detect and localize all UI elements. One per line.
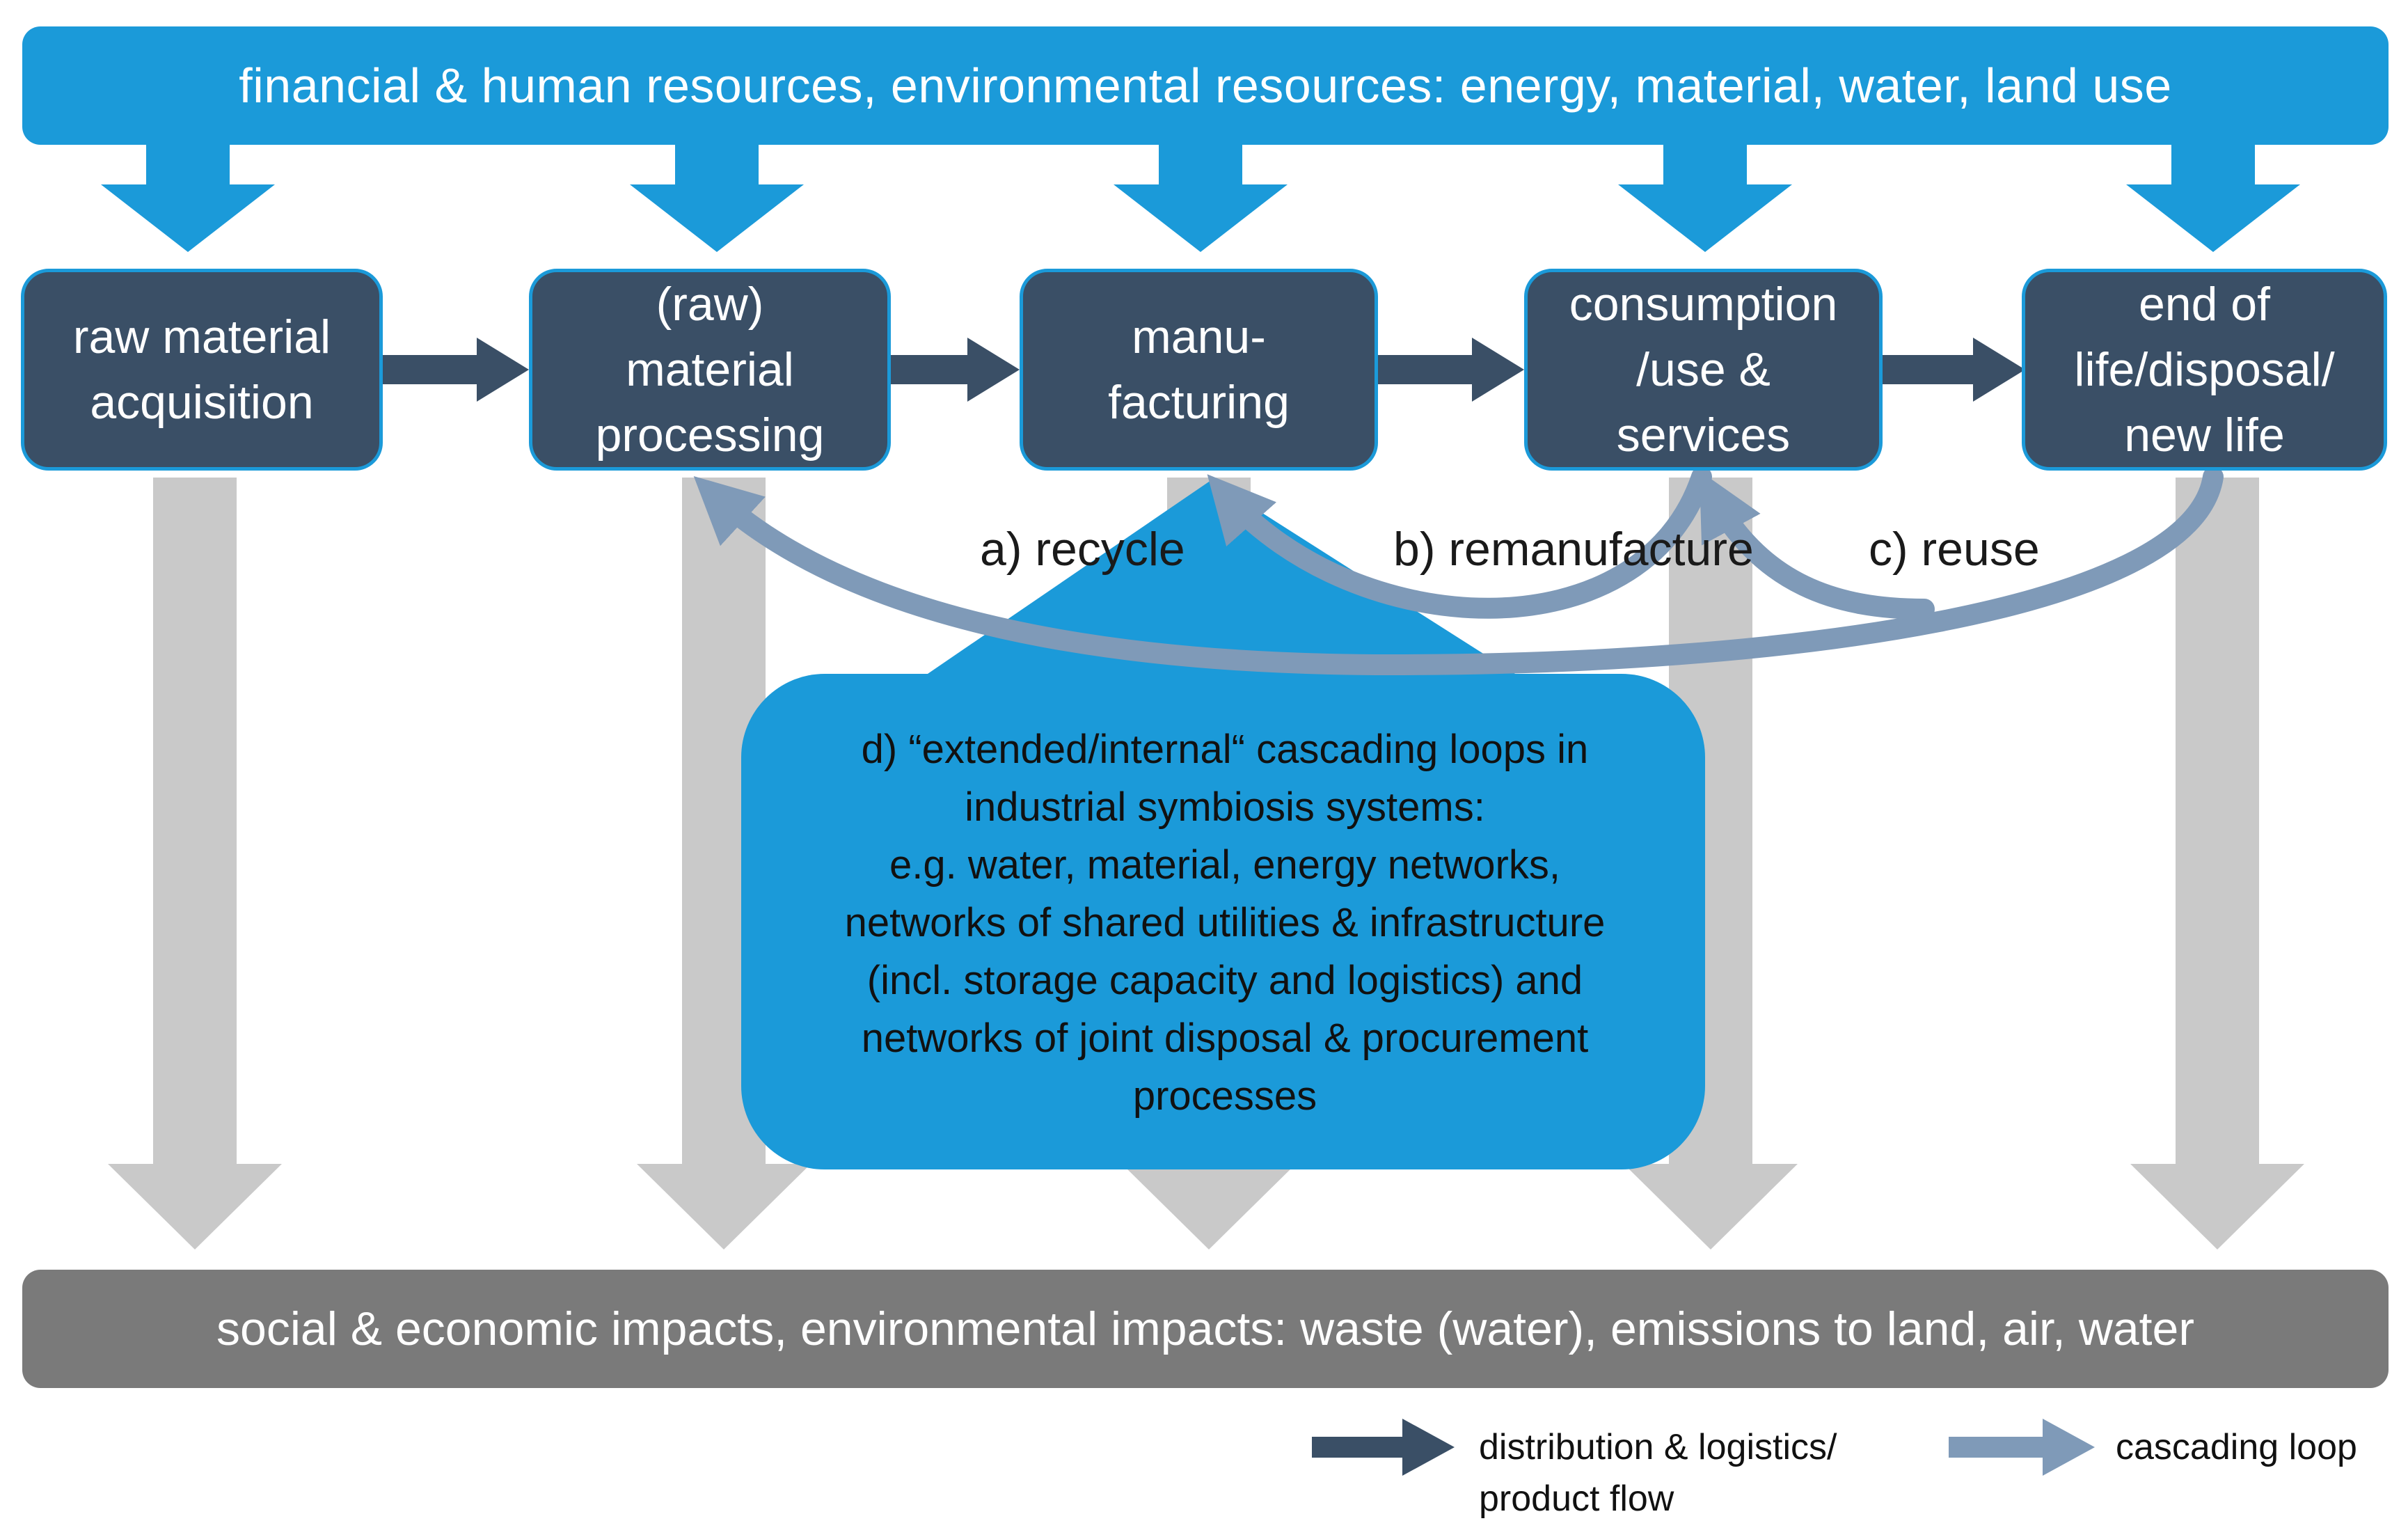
stage-end-of-life: end of life/disposal/ new life (2022, 269, 2387, 471)
symbiosis-description: d) “extended/internal“ cascading loops i… (745, 717, 1705, 1128)
flow-arrow-processing-to-manufacturing (891, 338, 1020, 402)
flow-arrow-consumption-to-end-of-life (1883, 338, 2025, 402)
legend-cascading-loop-label: cascading loop (2116, 1427, 2357, 1467)
impact-arrow-raw-material-acquisition (108, 478, 282, 1250)
stage-label: (raw) material processing (595, 278, 825, 462)
impacts-banner-text: social & economic impacts, environmental… (216, 1302, 2194, 1355)
stage-label: manu- facturing (1108, 310, 1290, 429)
impact-arrow-consumption (1624, 478, 1798, 1250)
stage-raw-material-acquisition: raw material acquisition (21, 269, 383, 471)
resources-banner: financial & human resources, environment… (22, 26, 2389, 145)
stage-manufacturing: manu- facturing (1020, 269, 1378, 471)
legend-cascading-loop-icon (1949, 1419, 2095, 1476)
symbiosis-description-text: d) “extended/internal“ cascading loops i… (844, 726, 1606, 1119)
resource-arrows (101, 139, 2300, 252)
stage-consumption: consumption /use & services (1524, 269, 1883, 471)
legend-product-flow-label: distribution & logistics/ product flow (1479, 1427, 1837, 1519)
resources-banner-text: financial & human resources, environment… (239, 58, 2172, 113)
cascade-loop-recycle (693, 466, 2224, 676)
stage-label: raw material acquisition (72, 310, 331, 429)
cascade-loop-reuse (1699, 471, 1935, 620)
stage-material-processing: (raw) material processing (529, 269, 891, 471)
resource-arrow-material-processing (630, 139, 804, 252)
flow-arrow-manufacturing-to-consumption (1378, 338, 1524, 402)
product-flow-arrows (383, 338, 2025, 402)
stage-label: consumption /use & services (1569, 278, 1838, 462)
symbiosis-callout-body (741, 674, 1705, 1169)
symbiosis-callout (741, 480, 1705, 1169)
legend-symbols (1312, 1419, 2095, 1476)
flow-arrow-acquisition-to-processing (383, 338, 529, 402)
loop-label-remanufacture: b) remanufacture (1393, 523, 1754, 576)
loop-label-recycle: a) recycle (980, 523, 1185, 576)
impacts-banner: social & economic impacts, environmental… (22, 1270, 2389, 1388)
resource-arrow-manufacturing (1114, 139, 1288, 252)
stage-label: end of life/disposal/ new life (2074, 278, 2335, 462)
loop-label-reuse: c) reuse (1869, 523, 2040, 576)
impact-arrow-material-processing (637, 478, 811, 1250)
resource-arrow-consumption (1618, 139, 1792, 252)
resource-arrow-raw-material-acquisition (101, 139, 275, 252)
cascading-loops (693, 466, 2224, 676)
legend-product-flow-icon (1312, 1419, 1455, 1476)
cascade-loop-remanufacture (1207, 466, 1712, 619)
symbiosis-callout-pointer (926, 480, 1517, 675)
resource-arrow-end-of-life (2126, 139, 2300, 252)
impact-arrow-end-of-life (2130, 478, 2304, 1250)
